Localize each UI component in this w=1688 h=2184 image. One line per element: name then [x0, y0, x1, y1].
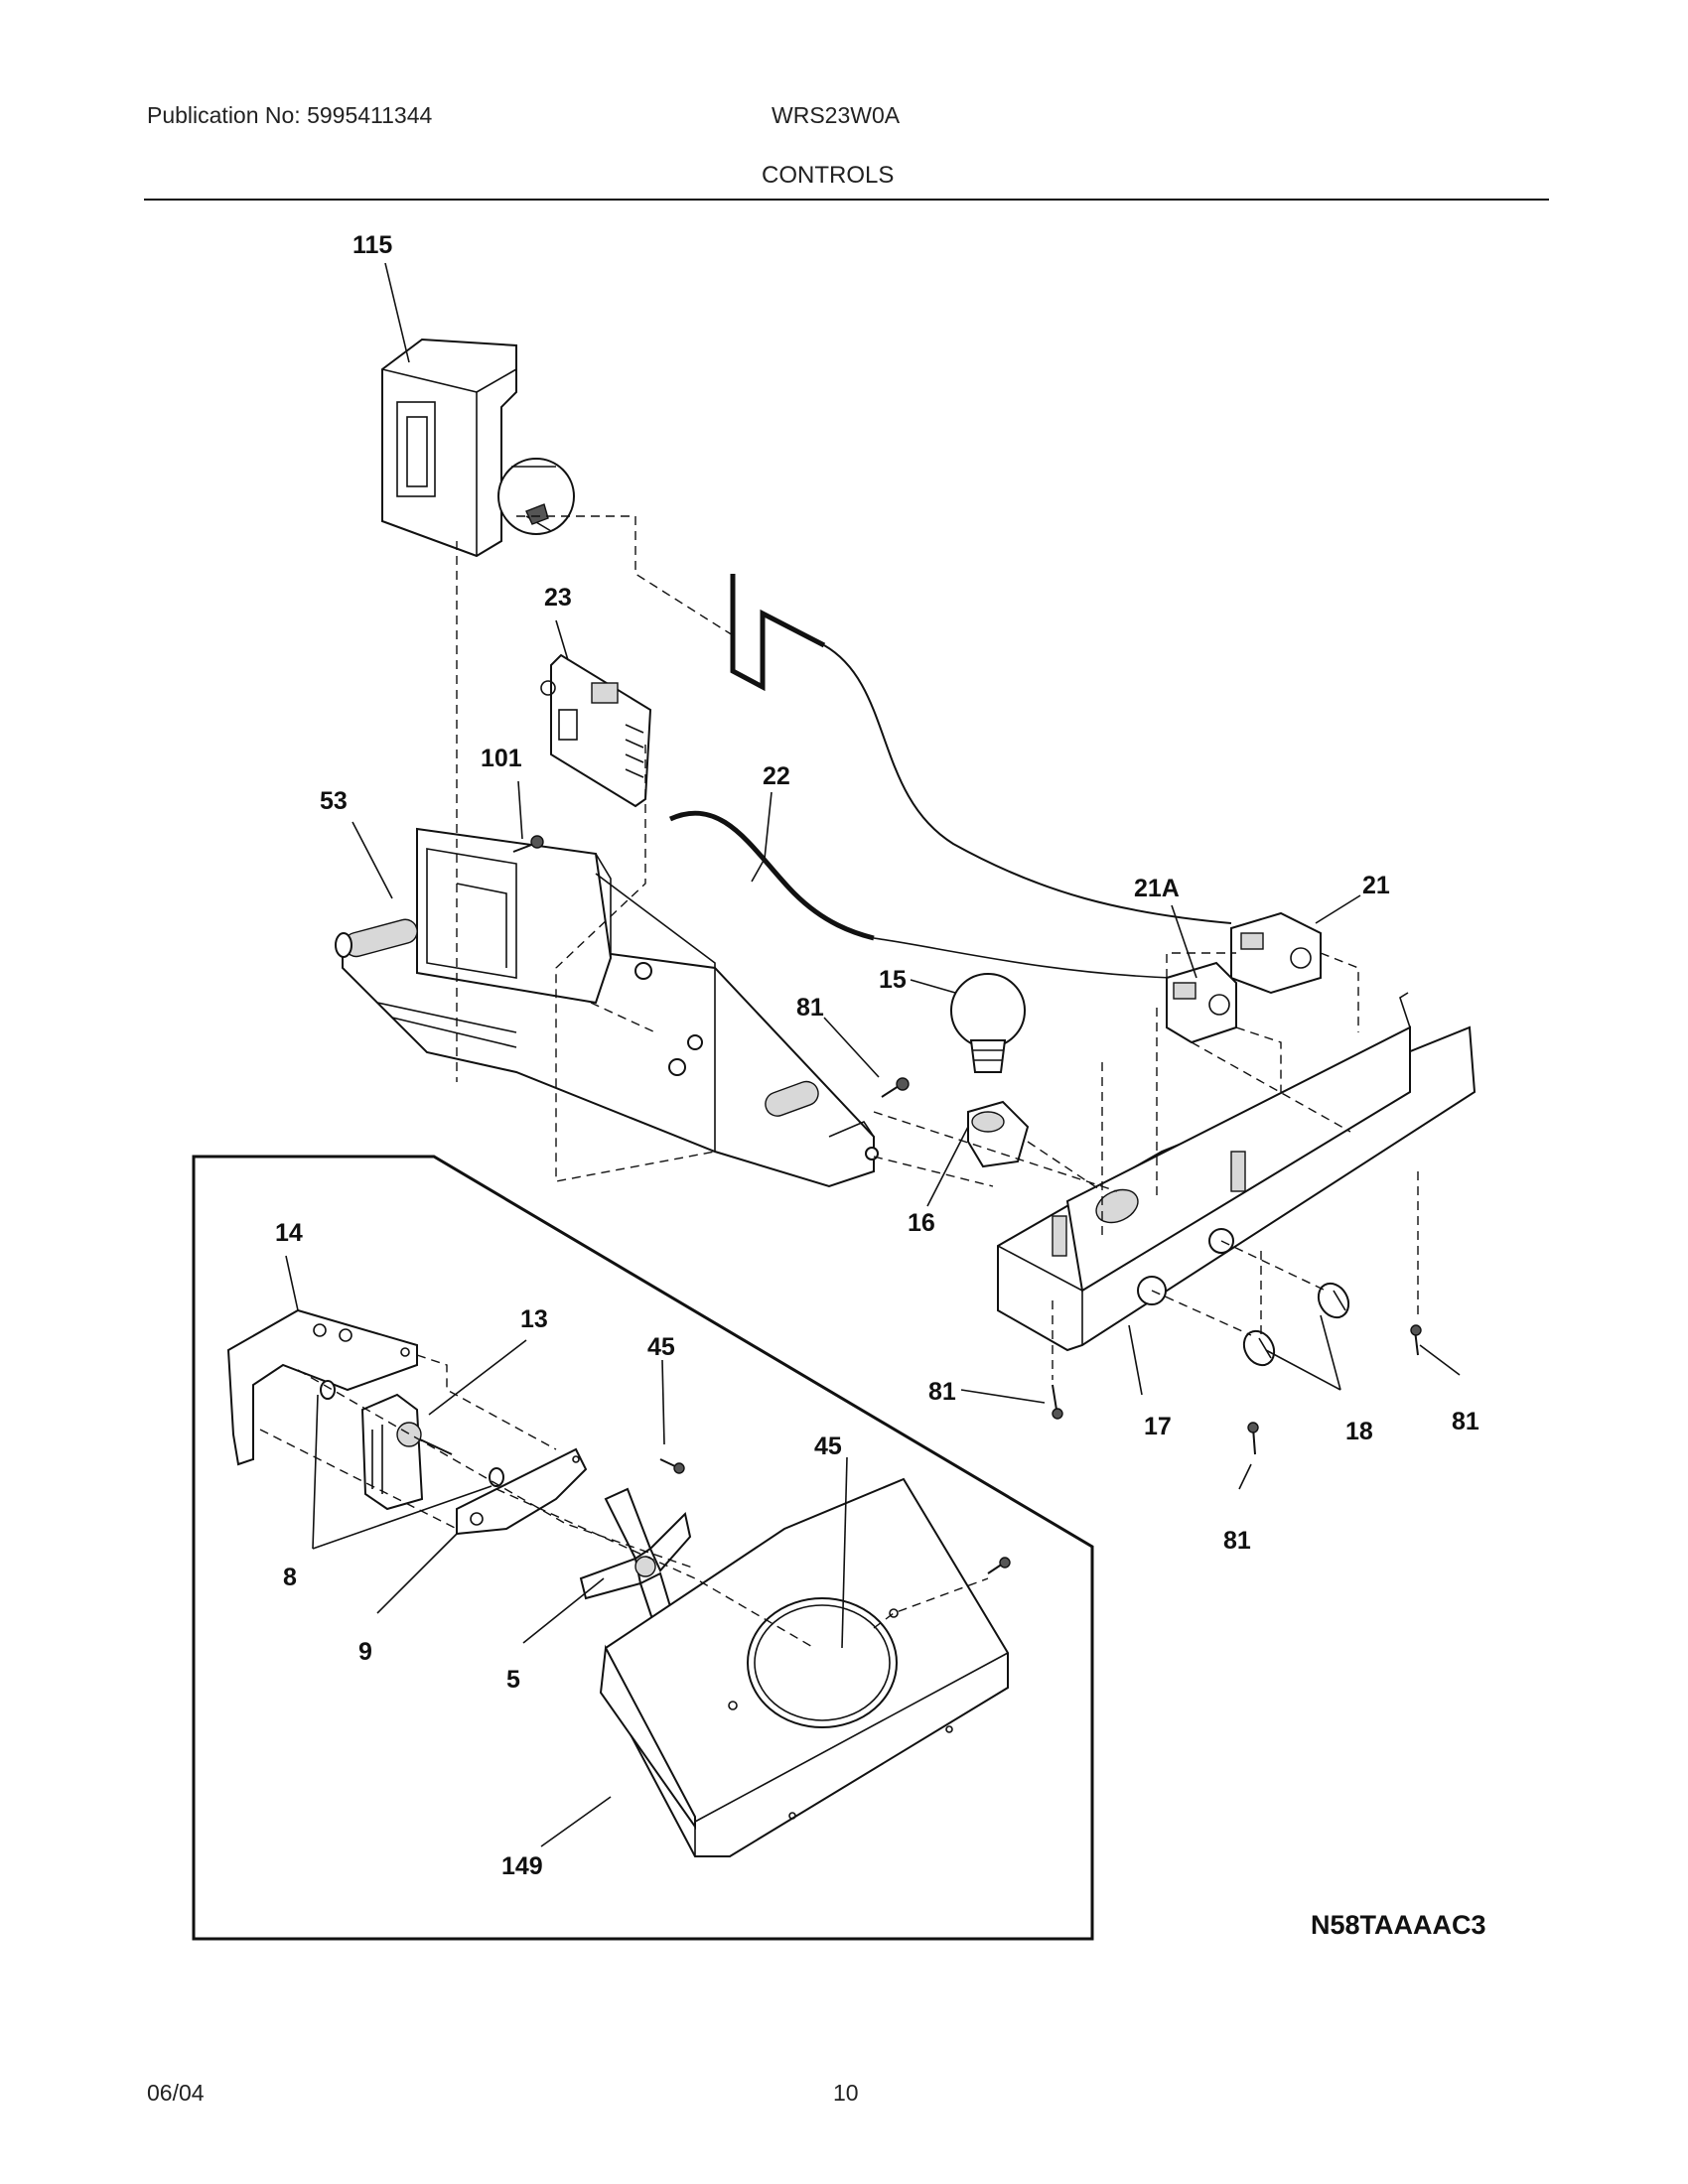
- control-board-part: [540, 653, 652, 808]
- control-panel-part: [997, 992, 1477, 1352]
- switch-21-part: [1230, 911, 1322, 995]
- fan-bracket-9-part: [456, 1447, 588, 1536]
- callout-21a: 21A: [1134, 875, 1180, 902]
- sensor-tube-part: [668, 574, 1232, 979]
- lamp-socket-part: [967, 1100, 1030, 1168]
- callout-16: 16: [908, 1209, 935, 1237]
- callout-9: 9: [358, 1638, 372, 1666]
- callout-14: 14: [275, 1219, 303, 1247]
- model-number: WRS23W0A: [772, 102, 901, 128]
- callout-81-upper: 81: [796, 994, 824, 1022]
- defrost-timer-part: [381, 338, 575, 558]
- fan-motor-part: [360, 1393, 453, 1511]
- screw-81-lower-parts: [1052, 1324, 1422, 1455]
- knob-18-part: [1242, 1282, 1350, 1367]
- callout-5: 5: [506, 1666, 520, 1694]
- fan-assembly-inset-frame: [192, 1155, 1094, 1941]
- callout-81-bottom: 81: [1223, 1527, 1251, 1555]
- callout-21: 21: [1362, 872, 1390, 899]
- callout-45-upper: 45: [647, 1333, 675, 1361]
- diagram-code: N58TAAAAC3: [1311, 1910, 1486, 1940]
- section-title: CONTROLS: [762, 162, 895, 189]
- callout-115: 115: [352, 231, 392, 259]
- callout-101: 101: [481, 745, 522, 772]
- callout-17: 17: [1144, 1413, 1172, 1440]
- switch-21a-part: [1166, 961, 1237, 1044]
- callout-45-lower: 45: [814, 1433, 842, 1460]
- screw-81-upper-part: [881, 1077, 910, 1098]
- callout-leaders: [285, 262, 1461, 1847]
- callout-22: 22: [763, 762, 790, 790]
- header-rule: [144, 199, 1549, 201]
- callout-81-right: 81: [1452, 1408, 1479, 1435]
- callout-81-left: 81: [928, 1378, 956, 1406]
- callout-15: 15: [879, 966, 907, 994]
- fan-shroud-part: [599, 1477, 1009, 1857]
- screw-101-part: [512, 835, 544, 853]
- callout-23: 23: [544, 584, 572, 612]
- callout-18: 18: [1345, 1418, 1373, 1445]
- control-housing-part: [335, 827, 879, 1188]
- callout-149: 149: [501, 1852, 543, 1880]
- callout-13: 13: [520, 1305, 548, 1333]
- callout-8: 8: [283, 1564, 297, 1591]
- footer-page-number: 10: [833, 2080, 859, 2106]
- callout-53: 53: [320, 787, 348, 815]
- light-bulb-part: [950, 973, 1026, 1073]
- footer-date: 06/04: [147, 2080, 205, 2106]
- alignment-lines: [259, 515, 1419, 1649]
- publication-number: Publication No: 5995411344: [147, 102, 433, 128]
- callout-labels: 115 23 101 53 22 21A 21 15 81 16 14 13 4…: [275, 231, 1479, 1880]
- fan-bracket-part: [226, 1308, 418, 1466]
